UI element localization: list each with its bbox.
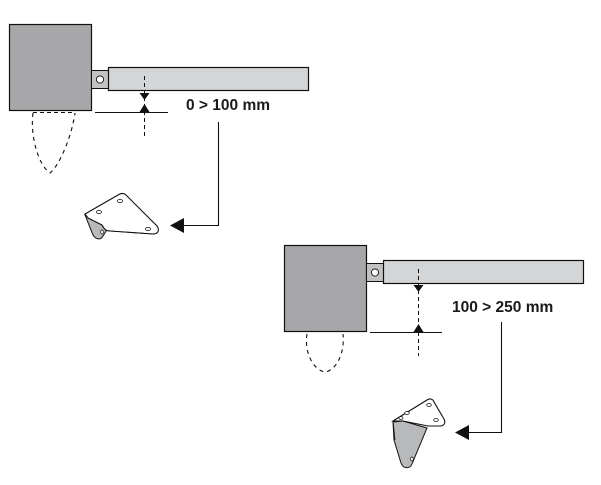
motor-leg-outline (305, 333, 344, 373)
dimension-arrow-down (413, 285, 424, 292)
motor-housing (283, 244, 368, 333)
leader-line (468, 322, 503, 434)
pivot-hole (370, 268, 380, 277)
leader-arrowhead (455, 425, 469, 440)
dimension-arrow-up (139, 104, 150, 112)
diagram-low: 0 > 100 mm (8, 23, 310, 240)
gate-arm (382, 259, 585, 285)
dimension-label: 0 > 100 mm (186, 97, 270, 114)
gate-arm (107, 66, 310, 92)
motor-housing (8, 23, 93, 112)
motor-leg-outline (31, 112, 76, 174)
dimension-arrow-up (413, 324, 424, 332)
tall-bracket-icon (391, 398, 446, 469)
diagram-high: 100 > 250 mm (283, 244, 585, 469)
leader-line (182, 122, 220, 227)
short-bracket-icon (84, 192, 159, 240)
pivot-hole (95, 75, 105, 84)
dimension-arrow-down (139, 93, 150, 100)
leader-arrowhead (170, 218, 184, 233)
dimension-label: 100 > 250 mm (452, 299, 553, 316)
